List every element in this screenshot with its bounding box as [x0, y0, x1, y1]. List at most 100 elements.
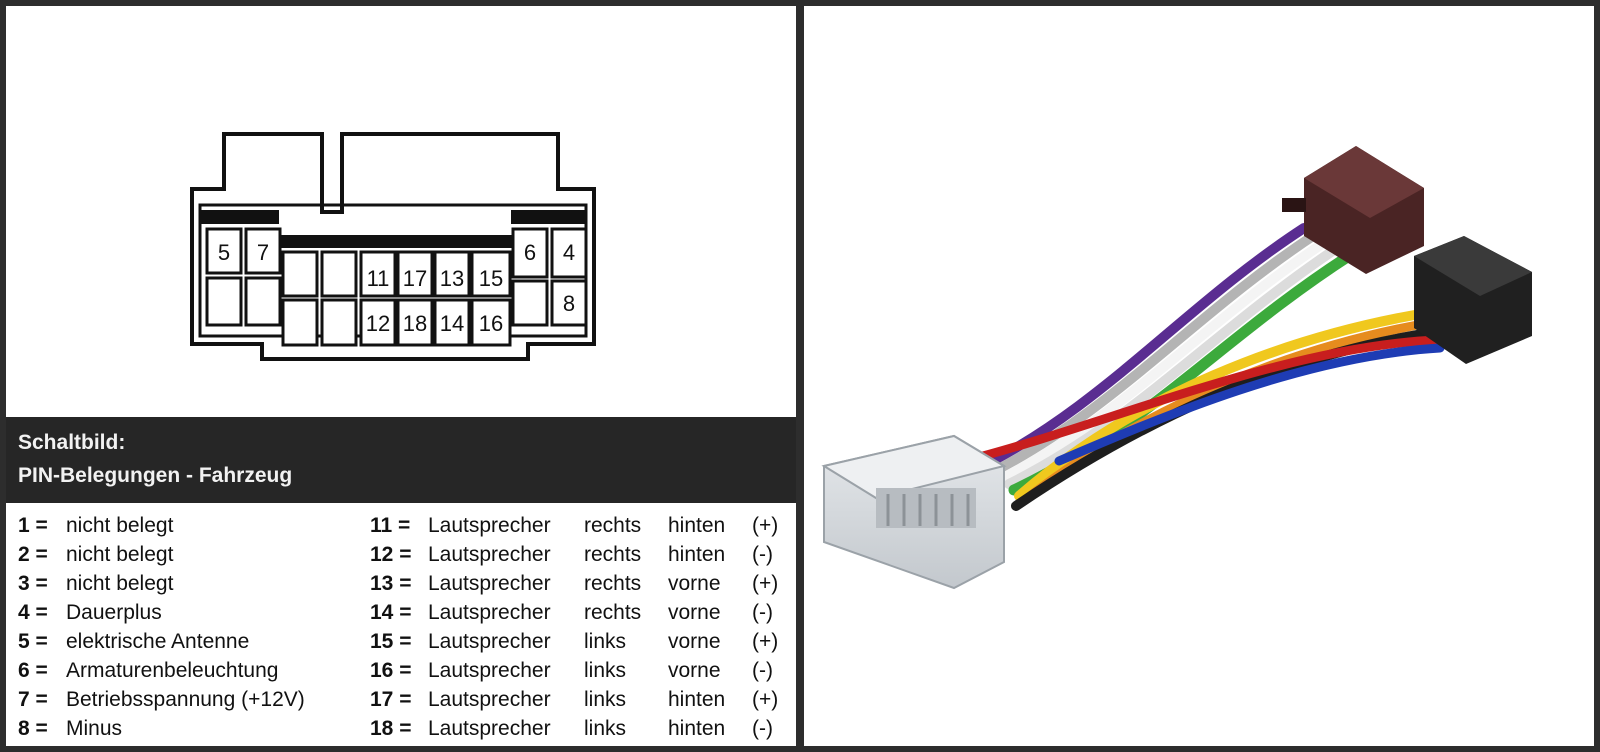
pin-cell	[396, 298, 434, 347]
pin-cell	[433, 298, 471, 347]
header-subtitle: PIN-Belegungen - Fahrzeug	[18, 464, 293, 487]
legend-pin-number: 7 =	[18, 688, 48, 711]
pin-label-4: 4	[563, 240, 575, 265]
legend-side: rechts	[584, 514, 642, 537]
pin-cell	[470, 250, 512, 298]
pin-label-11: 11	[367, 266, 390, 291]
legend-pin-number: 18 =	[370, 717, 412, 740]
legend-pin-number: 8 =	[18, 717, 48, 740]
pin-label-15: 15	[479, 266, 503, 291]
legend-position: vorne	[668, 601, 721, 624]
legend-pin-number: 6 =	[18, 659, 48, 682]
pin-cell	[281, 298, 319, 347]
legend-position: hinten	[668, 543, 726, 566]
legend-row: 6 = Armaturenbeleuchtung	[18, 656, 358, 685]
pin-cell	[511, 227, 549, 279]
pin-cell	[205, 276, 243, 327]
legend-pin-number: 1 =	[18, 514, 48, 537]
pin-cell	[470, 298, 512, 347]
legend-position: hinten	[668, 688, 726, 711]
legend-pin-number: 14 =	[370, 601, 412, 624]
pin-label-14: 14	[440, 311, 464, 336]
legend-position: vorne	[668, 659, 721, 682]
legend-pin-number: 5 =	[18, 630, 48, 653]
pin-label-5: 5	[218, 240, 230, 265]
legend-device: Lautsprecher	[428, 572, 551, 595]
legend-side: rechts	[584, 601, 642, 624]
connector-left-top-strip	[200, 210, 279, 224]
legend-pin-number: 12 =	[370, 543, 412, 566]
pin-diagram-panel: 5 7 11 17 13 15 6 4 12 18 14 16 8 Schalt…	[6, 6, 796, 746]
iso-connector-power	[1282, 146, 1424, 274]
pin-label-8: 8	[563, 291, 575, 316]
legend-pin-function: Armaturenbeleuchtung	[66, 659, 279, 682]
legend-row: 15 = Lautsprecher links vorne (+)	[370, 627, 790, 656]
legend-side: links	[584, 659, 627, 682]
legend-side: rechts	[584, 572, 642, 595]
legend-row: 8 = Minus	[18, 714, 358, 743]
pin-label-12: 12	[366, 311, 390, 336]
legend-polarity: (+)	[752, 572, 779, 595]
legend-pin-function: Betriebsspannung (+12V)	[66, 688, 305, 711]
legend-polarity: (+)	[752, 688, 779, 711]
wire-white	[994, 235, 1333, 485]
legend-row: 13 = Lautsprecher rechts vorne (+)	[370, 569, 790, 598]
wiring-harness-illustration	[821, 146, 1532, 590]
legend-polarity: (-)	[752, 601, 773, 624]
diagram-header: Schaltbild: PIN-Belegungen - Fahrzeug	[6, 417, 796, 503]
connector-pinout-diagram: 5 7 11 17 13 15 6 4 12 18 14 16 8	[190, 132, 596, 361]
legend-device: Lautsprecher	[428, 659, 551, 682]
legend-pin-number: 15 =	[370, 630, 412, 653]
pin-label-7: 7	[257, 240, 269, 265]
legend-row: 3 = nicht belegt	[18, 569, 358, 598]
legend-pin-function: Minus	[66, 717, 123, 740]
legend-position: vorne	[668, 572, 721, 595]
connector-middle-top-strip	[279, 235, 513, 248]
legend-pin-function: elektrische Antenne	[66, 630, 250, 653]
legend-side: links	[584, 630, 627, 653]
legend-device: Lautsprecher	[428, 630, 551, 653]
vehicle-connector	[821, 434, 1007, 590]
legend-pin-number: 17 =	[370, 688, 412, 711]
legend-pin-number: 11 =	[370, 514, 411, 537]
legend-pin-number: 4 =	[18, 601, 48, 624]
pin-cell	[359, 250, 397, 298]
legend-device: Lautsprecher	[428, 717, 551, 740]
pin-label-16: 16	[479, 311, 503, 336]
legend-pin-number: 2 =	[18, 543, 48, 566]
legend-pin-number: 3 =	[18, 572, 48, 595]
legend-polarity: (+)	[752, 514, 779, 537]
legend-device: Lautsprecher	[428, 514, 551, 537]
legend-row: 4 = Dauerplus	[18, 598, 358, 627]
wire-blue	[1054, 343, 1445, 466]
legend-row: 11 = Lautsprecher rechts hinten (+)	[370, 511, 790, 540]
legend-polarity: (-)	[752, 659, 773, 682]
legend-pin-function: nicht belegt	[66, 514, 174, 537]
pin-cell	[550, 227, 588, 279]
legend-side: links	[584, 717, 627, 740]
legend-position: vorne	[668, 630, 721, 653]
pin-label-18: 18	[403, 311, 427, 336]
pin-label-17: 17	[403, 266, 427, 291]
legend-device: Lautsprecher	[428, 688, 551, 711]
connector-right-top-strip	[511, 210, 586, 224]
legend-pin-function: Dauerplus	[66, 601, 162, 624]
pin-cell	[320, 298, 358, 347]
legend-side: rechts	[584, 543, 642, 566]
legend-position: hinten	[668, 514, 726, 537]
legend-polarity: (+)	[752, 630, 779, 653]
legend-side: links	[584, 688, 627, 711]
legend-pin-function: nicht belegt	[66, 572, 174, 595]
pin-cell	[281, 250, 319, 298]
legend-pin-number: 16 =	[370, 659, 412, 682]
pin-cell	[550, 279, 588, 327]
wire-grey	[984, 229, 1321, 479]
legend-row: 17 = Lautsprecher links hinten (+)	[370, 685, 790, 714]
legend-pin-number: 13 =	[370, 572, 412, 595]
pin-cell	[396, 250, 434, 298]
legend-row: 5 = elektrische Antenne	[18, 627, 358, 656]
